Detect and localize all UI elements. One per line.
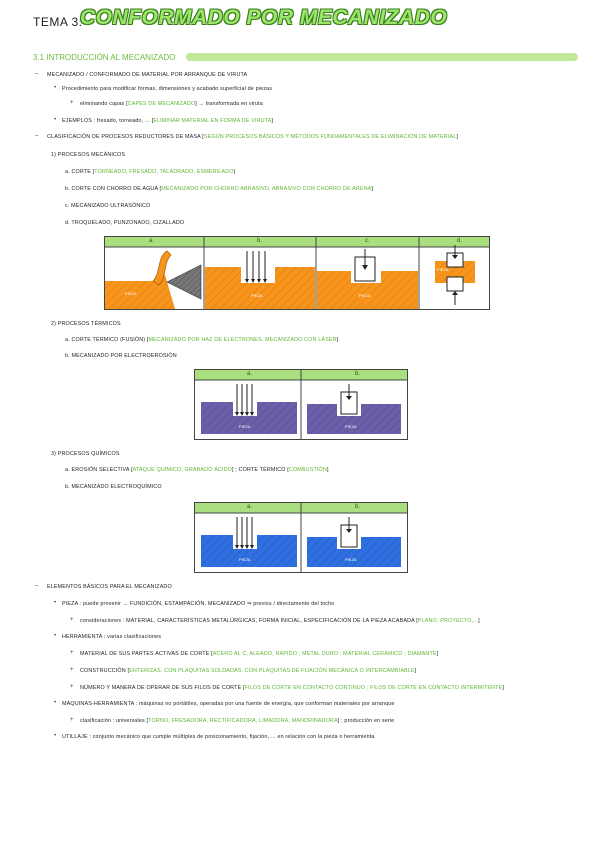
section-highlight-bar <box>186 53 578 61</box>
quimicos-b: b. MECANIZADO ELECTROQUÍMICO <box>65 484 162 490</box>
bullet-icon: • <box>54 85 57 91</box>
intro-line-4: EJEMPLOS : fresado, torneado, ... [ELIMI… <box>62 118 274 124</box>
bullet-icon: • <box>54 117 57 123</box>
bullet-icon: – <box>35 71 39 77</box>
section-title: 3.1 INTRODUCCIÓN AL MECANIZADO <box>33 53 176 62</box>
waterjet-diagram-b: PIEZA <box>205 251 315 309</box>
bullet-icon: • <box>54 700 57 706</box>
plus-bullet-icon: + <box>70 667 74 673</box>
beam-cutting-diagram-a: PIEZA <box>201 384 297 434</box>
edm-diagram-b: PIEZA <box>307 384 401 434</box>
mecanicos-d: d. TROQUELADO, PUNZONADO, CIZALLADO <box>65 220 185 226</box>
pieza-label-c: PIEZA <box>359 293 371 298</box>
punching-diagram-d: PIEZA <box>435 245 475 305</box>
termicos-a: a. CORTE TÉRMICO (FUSIÓN) [MECANIZADO PO… <box>65 337 339 343</box>
maquinas-clasificacion: clasificación : universales [TORNO, FRES… <box>80 718 395 724</box>
cutting-diagram-a: PIEZA <box>105 250 202 309</box>
topic-title: CONFORMADO POR MECANIZADO <box>80 6 448 29</box>
bullet-icon: • <box>54 600 57 606</box>
pieza-label-b: PIEZA <box>345 424 357 429</box>
mecanicos-diagrams: PIEZA PIEZA PIEZA <box>105 237 489 309</box>
intro-line-5: CLASIFICACIÓN DE PROCESOS REDUCTORES DE … <box>47 134 459 140</box>
maquinas-line: MÁQUINAS-HERRAMIENTA : máquinas no portá… <box>62 701 395 707</box>
topic-label: TEMA 3: <box>33 15 83 29</box>
quimicos-diagrams: PIEZA PIEZA <box>195 503 407 572</box>
herramienta-line: HERRAMIENTA : varias clasificaciones <box>62 634 162 640</box>
ultrasonic-diagram-c: PIEZA <box>317 249 418 309</box>
pieza-line-1: PIEZA : puede provenir → FUNDICIÓN, ESTA… <box>62 601 335 607</box>
mecanicos-title: 1) PROCESOS MECÁNICOS <box>51 152 126 158</box>
pieza-label-a: PIEZA <box>239 424 251 429</box>
intro-line-2: Procedimiento para modificar formas, dim… <box>62 86 273 92</box>
elementos-title: ELEMENTOS BÁSICOS PARA EL MECANIZADO <box>47 584 172 590</box>
pieza-line-2: consideraciones : MATERIAL, CARACTERÍSTI… <box>80 618 480 624</box>
termicos-title: 2) PROCESOS TÉRMICOS <box>51 321 121 327</box>
plus-bullet-icon: + <box>70 717 74 723</box>
plus-bullet-icon: + <box>70 100 74 106</box>
termicos-b: b. MECANIZADO POR ELECTROEROSIÓN <box>65 353 177 359</box>
bullet-icon: • <box>54 633 57 639</box>
plus-bullet-icon: + <box>70 650 74 656</box>
herramienta-filos: NÚMERO Y MANERA DE OPERAR DE SUS FILOS D… <box>80 685 505 691</box>
mecanicos-diagram-table: a. b. c. d. PIEZA <box>104 236 490 310</box>
electrochemical-diagram-b: PIEZA <box>307 517 401 567</box>
herramienta-construccion: CONSTRUCCIÓN [ENTERIZAS, CON PLAQUITAS S… <box>80 668 417 674</box>
termicos-diagrams: PIEZA PIEZA <box>195 370 407 439</box>
bullet-icon: • <box>54 733 57 739</box>
table-header: a. b. c. d. <box>105 237 489 247</box>
chemical-erosion-diagram-a: PIEZA <box>201 517 297 567</box>
mecanicos-b: b. CORTE CON CHORRO DE AGUA [MECANIZADO … <box>65 186 374 192</box>
quimicos-diagram-table: a. b. PIEZA <box>194 502 408 573</box>
pieza-label-b: PIEZA <box>345 557 357 562</box>
bullet-icon: – <box>35 583 39 589</box>
pieza-label-a: PIEZA <box>125 291 137 296</box>
pieza-label-d: PIEZA <box>437 267 449 272</box>
quimicos-title: 3) PROCESOS QUÍMICOS <box>51 451 120 457</box>
mecanicos-c: c. MECANIZADO ULTRASÓNICO <box>65 203 151 209</box>
bullet-icon: – <box>35 133 39 139</box>
plus-bullet-icon: + <box>70 617 74 623</box>
termicos-diagram-table: a. b. PIEZA <box>194 369 408 440</box>
intro-line-3: eliminando capas [CAPES DE MECANIZADO] →… <box>80 101 263 107</box>
mecanicos-a: a. CORTE [TORNEADO, FRESADO, TALADRADO, … <box>65 169 236 175</box>
pieza-label-b: PIEZA <box>251 293 263 298</box>
pieza-label-a: PIEZA <box>239 557 251 562</box>
plus-bullet-icon: + <box>70 684 74 690</box>
quimicos-a: a. EROSIÓN SELECTIVA [ATAQUE QUÍMICO, GR… <box>65 467 329 473</box>
utillaje-line: UTILLAJE : conjunto mecánico que cumple … <box>62 734 375 740</box>
herramienta-material: MATERIAL DE SUS PARTES ACTIVAS DE CORTE … <box>80 651 439 657</box>
intro-line-1: MECANIZADO / CONFORMADO DE MATERIAL POR … <box>47 72 248 78</box>
